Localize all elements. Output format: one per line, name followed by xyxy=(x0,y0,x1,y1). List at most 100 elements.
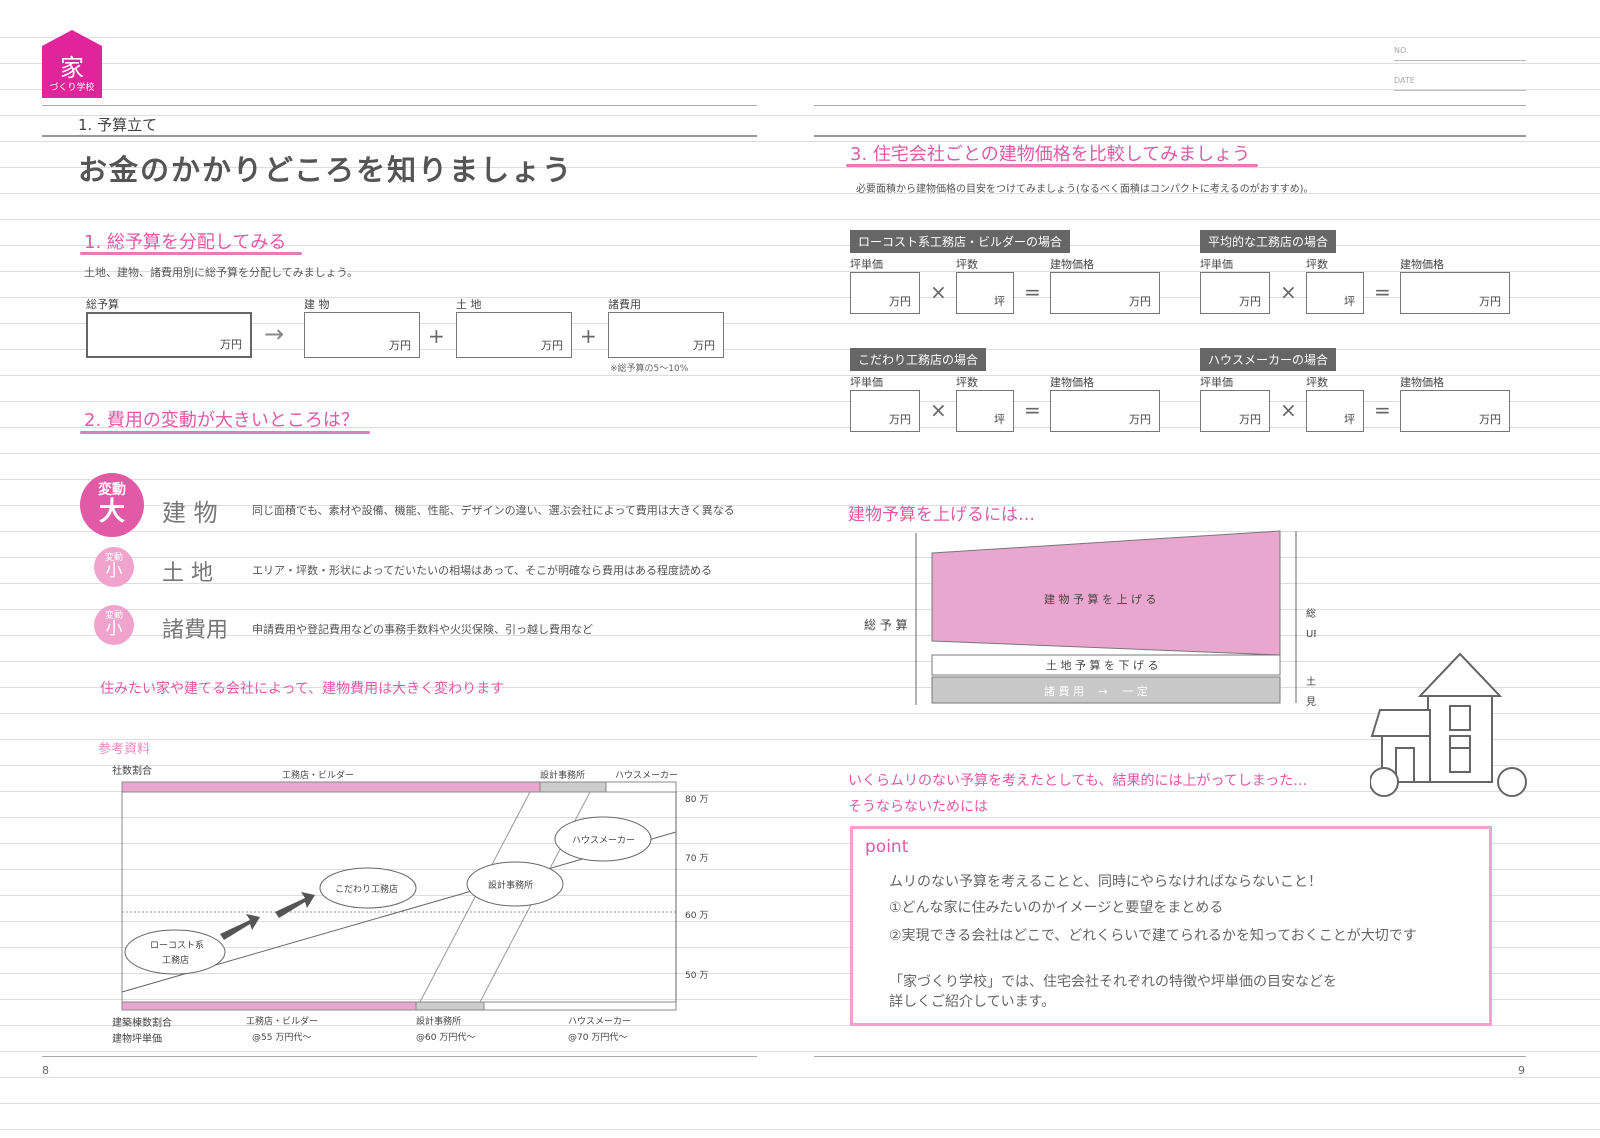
bottom-seg: 工務店・ビルダー xyxy=(246,1015,318,1027)
point-line: 詳しくご紹介しています。 xyxy=(889,994,1056,1010)
svg-text:UP ？: UP ？ xyxy=(1306,629,1316,640)
total-label: 総 予 算 xyxy=(864,617,908,632)
building-price-input[interactable]: 万円 xyxy=(1400,272,1510,314)
page-number: 9 xyxy=(1518,1064,1525,1077)
variation-small-badge: 変動 小 xyxy=(94,547,134,587)
unit-price-input[interactable]: 万円 xyxy=(1200,390,1270,432)
col-label: 建物価格 xyxy=(1400,376,1444,389)
reference-chart: 社数割合 工務店・ビルダー 設計事務所 ハウスメーカー 80 万 70 万 60… xyxy=(112,764,708,1045)
col-label: 坪単価 xyxy=(850,376,883,389)
raise-heading: 建物予算を上げるには… xyxy=(848,505,1035,525)
bottom-bar-maker xyxy=(483,1001,677,1011)
field-label-building: 建 物 xyxy=(304,298,330,311)
equals-icon: = xyxy=(1024,280,1041,304)
bottom-price: @60 万円代〜 xyxy=(416,1032,475,1043)
col-label: 坪数 xyxy=(956,376,978,389)
y-tick: 80 万 xyxy=(685,795,708,805)
reference-label: 参考資料 xyxy=(98,742,151,757)
warning-text-2: そうならないためには xyxy=(848,799,988,815)
misc-note: ※総予算の5～10% xyxy=(610,364,689,374)
date-label: DATE xyxy=(1394,76,1415,85)
arrow-icon xyxy=(220,914,260,940)
bubble-maker-label: ハウスメーカー xyxy=(572,835,635,846)
svg-text:建 物 予 算 を 上 げ る: 建 物 予 算 を 上 げ る xyxy=(1044,592,1156,606)
logo-kanji: 家 xyxy=(60,54,84,82)
top-bar-design xyxy=(539,781,607,793)
calc-tag: ローコスト系工務店・ビルダーの場合 xyxy=(850,230,1071,253)
bubble-design-label: 設計事務所 xyxy=(488,879,533,891)
variation-small-badge: 変動 小 xyxy=(94,605,134,645)
building-budget-input[interactable]: 万円 xyxy=(304,312,420,358)
field-label-total: 総予算 xyxy=(86,298,119,311)
building-price-input[interactable]: 万円 xyxy=(1400,390,1510,432)
s3-heading: 3. 住宅会社ごとの建物価格を比較してみましょう xyxy=(850,144,1251,165)
bottom-bar-builders xyxy=(121,1001,417,1011)
col-label: 坪数 xyxy=(956,258,978,271)
bottom-price: @70 万円代〜 xyxy=(568,1032,627,1043)
multiply-icon: × xyxy=(930,398,947,422)
building-price-input[interactable]: 万円 xyxy=(1050,272,1160,314)
misc-budget-input[interactable]: 万円 xyxy=(608,312,724,358)
unit-price-input[interactable]: 万円 xyxy=(850,272,920,314)
svg-text:土 地 予 算 を 下 げ る: 土 地 予 算 を 下 げ る xyxy=(1046,658,1158,672)
row-desc: 申請費用や登記費用などの事務手数料や火災保険、引っ越し費用など xyxy=(252,623,593,636)
arrow-icon xyxy=(275,892,315,918)
point-box: point ムリのない予算を考えることと、同時にやらなければならないこと！ ①ど… xyxy=(850,826,1492,1026)
page-number: 8 xyxy=(42,1064,49,1077)
building-price-input[interactable]: 万円 xyxy=(1050,390,1160,432)
row-name: 建 物 xyxy=(162,499,218,527)
s3-desc: 必要面積から建物価格の目安をつけてみましょう(なるべく面積はコンパクトに考えるの… xyxy=(856,184,1314,195)
col-label: 建物価格 xyxy=(1050,376,1094,389)
y-tick: 70 万 xyxy=(685,854,708,864)
logo-subtext: づくり学校 xyxy=(49,83,95,93)
bubble-lowcost xyxy=(124,929,226,975)
unit-price-input[interactable]: 万円 xyxy=(1200,272,1270,314)
svg-text:総 予 算 の: 総 予 算 の xyxy=(1306,607,1316,620)
tsubo-input[interactable]: 坪 xyxy=(956,390,1014,432)
land-budget-input[interactable]: 万円 xyxy=(456,312,572,358)
tsubo-input[interactable]: 坪 xyxy=(956,272,1014,314)
field-label-misc: 諸費用 xyxy=(608,298,641,311)
col-label: 建物価格 xyxy=(1050,258,1094,271)
bottom-price: @55 万円代〜 xyxy=(252,1032,311,1043)
point-line: ①どんな家に住みたいのかイメージと要望をまとめる xyxy=(889,900,1224,916)
svg-text:工務店: 工務店 xyxy=(162,954,189,966)
bubble-kodawari xyxy=(319,867,417,909)
equals-icon: = xyxy=(1374,280,1391,304)
warning-text: いくらムリのない予算を考えたとしても、結果的には上がってしまった… xyxy=(848,773,1308,789)
tsubo-input[interactable]: 坪 xyxy=(1306,390,1364,432)
svg-text:見 直 し ？: 見 直 し ？ xyxy=(1306,695,1316,708)
total-budget-input[interactable]: 万円 xyxy=(86,312,252,358)
multiply-icon: × xyxy=(1280,280,1297,304)
y-tick: 60 万 xyxy=(685,911,708,921)
s1-desc: 土地、建物、諸費用別に総予算を分配してみましょう。 xyxy=(84,266,359,279)
budget-diagram: 総 予 算 建 物 予 算 を 上 げ る 土 地 予 算 を 下 げ る 諸 … xyxy=(864,530,1316,708)
tsubo-input[interactable]: 坪 xyxy=(1306,272,1364,314)
svg-text:土 地 予 算 の: 土 地 予 算 の xyxy=(1306,675,1316,688)
bottom-axis-title: 建築棟数割合 xyxy=(112,1016,172,1029)
col-label: 坪単価 xyxy=(1200,258,1233,271)
bubble-kodawari-label: こだわり工務店 xyxy=(335,883,398,895)
unit-price-input[interactable]: 万円 xyxy=(850,390,920,432)
right-page: NO. DATE 3. 住宅会社ごとの建物価格を比較してみましょう 必要面積から… xyxy=(800,0,1600,1138)
bottom-seg: ハウスメーカー xyxy=(568,1016,631,1027)
s2-heading: 2. 費用の変動が大きいところは？ xyxy=(84,410,359,431)
arrow-right-icon: → xyxy=(264,320,285,348)
multiply-icon: × xyxy=(930,280,947,304)
logo-house-icon xyxy=(42,30,102,98)
point-line: ムリのない予算を考えることと、同時にやらなければならないこと！ xyxy=(889,874,1323,890)
variation-large-badge: 変動 大 xyxy=(80,473,144,537)
point-line: 「家づくり学校」では、住宅会社それぞれの特徴や坪単価の目安などを xyxy=(889,974,1337,990)
bottom-bar-design xyxy=(415,1001,485,1011)
bubble-lowcost-label: ローコスト系 xyxy=(150,940,204,951)
calc-tag: 平均的な工務店の場合 xyxy=(1200,230,1337,253)
logo: 家 づくり学校 xyxy=(42,30,102,98)
bubble-maker xyxy=(554,816,652,862)
svg-text:諸 費 用 → 一 定: 諸 費 用 → 一 定 xyxy=(1044,684,1148,698)
row-name: 諸費用 xyxy=(162,618,229,643)
point-title: point xyxy=(865,837,909,857)
summary-text: 住みたい家や建てる会社によって、建物費用は大きく変わります xyxy=(100,681,505,697)
bubble-design xyxy=(466,861,564,907)
point-line: ②実現できる会社はどこで、どれくらいで建てられるかを知っておくことが大切です xyxy=(889,928,1417,944)
row-desc: 同じ面積でも、素材や設備、機能、性能、デザインの違い、選ぶ会社によって費用は大き… xyxy=(252,504,735,517)
